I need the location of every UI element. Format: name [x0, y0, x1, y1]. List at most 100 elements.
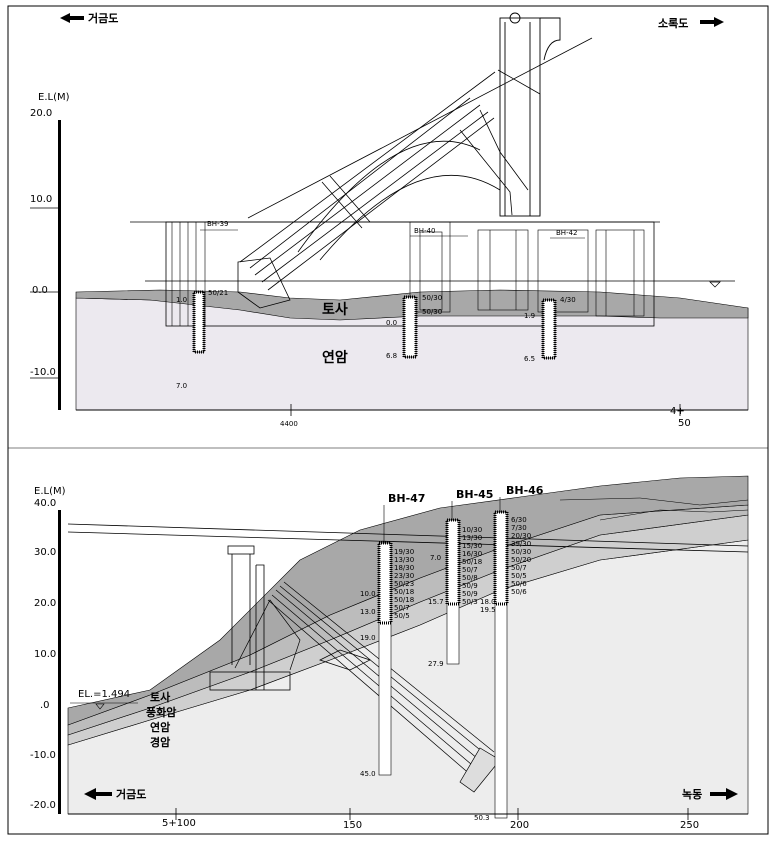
top-tick-0: 0.0	[32, 285, 48, 296]
top-water-marker	[709, 281, 721, 288]
bh46-name: BH-46	[506, 484, 544, 497]
top-anchor-structure	[237, 37, 593, 309]
bh46-spt-6: 50/20	[511, 556, 531, 564]
bh46-spt-3: 20/30	[511, 532, 531, 540]
bh47-spt-1: 19/30	[394, 548, 414, 556]
top-station-4400: 4400	[280, 420, 298, 428]
bh46-spt-list: 6/30 7/30 20/30 39/30 50/30 50/20 50/7 5…	[511, 516, 531, 596]
bh47-spt-list: 19/30 13/30 18/30 23/30 50/23 50/18 50/1…	[394, 548, 414, 620]
bh47-spt-7: 50/18	[394, 596, 414, 604]
bottom-tick-minus-20: -20.0	[30, 800, 56, 811]
bh47-spt-9: 50/5	[394, 612, 410, 620]
bh47-level-2: 13.0	[360, 608, 376, 616]
bh40-level: 0.0	[386, 319, 397, 327]
bottom-tick-40: 40.0	[34, 498, 56, 509]
top-tick-minus-10: -10.0	[30, 367, 56, 378]
top-borehole-bh39: BH-39 50/21 1.0 7.0	[176, 220, 238, 390]
top-station-4plus: 4+	[670, 406, 685, 417]
bottom-tick-0: .0	[40, 700, 50, 711]
bh45-level-2: 15.7	[428, 598, 444, 606]
bh40-bottom: 6.8	[386, 352, 397, 360]
top-soil-label: 토사	[322, 302, 348, 318]
bottom-station-5plus100: 5+100	[162, 818, 196, 829]
bh40-spt-1: 50/30	[422, 294, 442, 302]
bh45-spt-1: 10/30	[462, 526, 482, 534]
bh46-spt-8: 50/5	[511, 572, 527, 580]
top-rock-label: 연암	[322, 349, 348, 366]
top-left-direction: 거금도	[60, 11, 118, 25]
bh42-spt: 4/30	[560, 296, 576, 304]
bottom-borehole-bh47: BH-47 19/30 13/30 18/30 23/30 50/23 50/1…	[360, 492, 425, 778]
top-left-direction-label: 거금도	[88, 11, 118, 25]
bh45-spt-2: 13/30	[462, 534, 482, 542]
bh46-spt-9: 50/6	[511, 580, 527, 588]
bh47-spt-5: 50/23	[394, 580, 414, 588]
bottom-tick-10: 10.0	[34, 649, 56, 660]
bottom-elevation-bar	[58, 510, 61, 814]
bh46-spt-10: 50/6	[511, 588, 527, 596]
bh45-spt-list: 10/30 13/30 15/30 16/30 50/18 50/7 50/8 …	[462, 526, 482, 606]
bh39-bottom: 7.0	[176, 382, 187, 390]
top-section: 거금도 소록도 E.L(M) 20.0 10.0 0.0 -10.0 토사 연암…	[30, 11, 749, 429]
bh47-spt-3: 18/30	[394, 564, 414, 572]
bh40-spt-2: 50/30	[422, 308, 442, 316]
top-right-direction-label: 소록도	[658, 17, 688, 30]
bh47-level-3: 19.0	[360, 634, 376, 642]
bh45-spt-9: 50/9	[462, 590, 478, 598]
bh45-spt-8: 50/9	[462, 582, 478, 590]
bottom-tick-30: 30.0	[34, 547, 56, 558]
bottom-bridge-deck	[67, 523, 749, 691]
legend-weathered: 풍화암	[146, 705, 176, 719]
top-tick-10: 10.0	[30, 194, 52, 205]
bh45-spt-6: 50/7	[462, 566, 478, 574]
bh46-level-2: 19.5	[480, 606, 496, 614]
bh45-spt-10: 50/3	[462, 598, 478, 606]
bottom-section: E.L(M) 40.0 30.0 20.0 10.0 .0 -10.0 -20.…	[30, 475, 749, 831]
bh39-spt: 50/21	[208, 289, 228, 297]
legend-soil: 토사	[150, 690, 171, 704]
top-pylon	[499, 12, 561, 217]
bh47-name: BH-47	[388, 492, 425, 505]
bh46-spt-2: 7/30	[511, 524, 527, 532]
bh47-spt-6: 50/18	[394, 588, 414, 596]
bh45-level-1: 7.0	[430, 554, 441, 562]
bh46-bottom: 50.3	[474, 814, 490, 822]
bottom-borehole-bh46: BH-46 6/30 7/30 20/30 39/30 50/30 50/20 …	[474, 484, 544, 822]
bh39-top: 1.0	[176, 296, 187, 304]
bh46-spt-5: 50/30	[511, 548, 531, 556]
bh46-spt-7: 50/7	[511, 564, 527, 572]
bh45-spt-7: 50/8	[462, 574, 478, 582]
top-right-direction: 소록도	[658, 17, 724, 30]
bh45-name: BH-45	[456, 488, 493, 501]
top-station-50: 50	[678, 418, 691, 429]
bh47-bottom: 45.0	[360, 770, 376, 778]
bh47-spt-8: 50/7	[394, 604, 410, 612]
bottom-right-direction-label: 녹동	[682, 788, 702, 801]
legend-soft-rock: 연암	[150, 720, 170, 734]
bh47-level-1: 10.0	[360, 590, 376, 598]
bh46-spt-4: 39/30	[511, 540, 531, 548]
bh46-spt-1: 6/30	[511, 516, 527, 524]
top-elevation-bar	[58, 120, 61, 410]
top-tick-20: 20.0	[30, 108, 52, 119]
bottom-station-250: 250	[680, 820, 699, 831]
bottom-station-200: 200	[510, 820, 529, 831]
bottom-left-direction-label: 거금도	[116, 787, 146, 801]
sheet-border	[7, 5, 769, 835]
bh42-bottom: 6.5	[524, 355, 535, 363]
bh47-spt-2: 13/30	[394, 556, 414, 564]
bh45-bottom: 27.9	[428, 660, 444, 668]
bottom-station-150: 150	[343, 820, 362, 831]
bh45-spt-3: 15/30	[462, 542, 482, 550]
top-borehole-bh42: BH-42 4/30 1.9 6.5	[524, 229, 585, 363]
top-elevation-label: E.L(M)	[38, 92, 70, 103]
bottom-borehole-bh45: BH-45 10/30 13/30 15/30 16/30 50/18 50/7…	[428, 488, 493, 668]
top-sheet-piles	[171, 221, 645, 326]
bottom-tick-20: 20.0	[34, 598, 56, 609]
bh47-spt-4: 23/30	[394, 572, 414, 580]
bh46-level-1: 18.0	[480, 598, 496, 606]
bottom-elevation-label: E.L(M)	[34, 486, 66, 497]
bh40-name: BH-40	[414, 227, 436, 235]
